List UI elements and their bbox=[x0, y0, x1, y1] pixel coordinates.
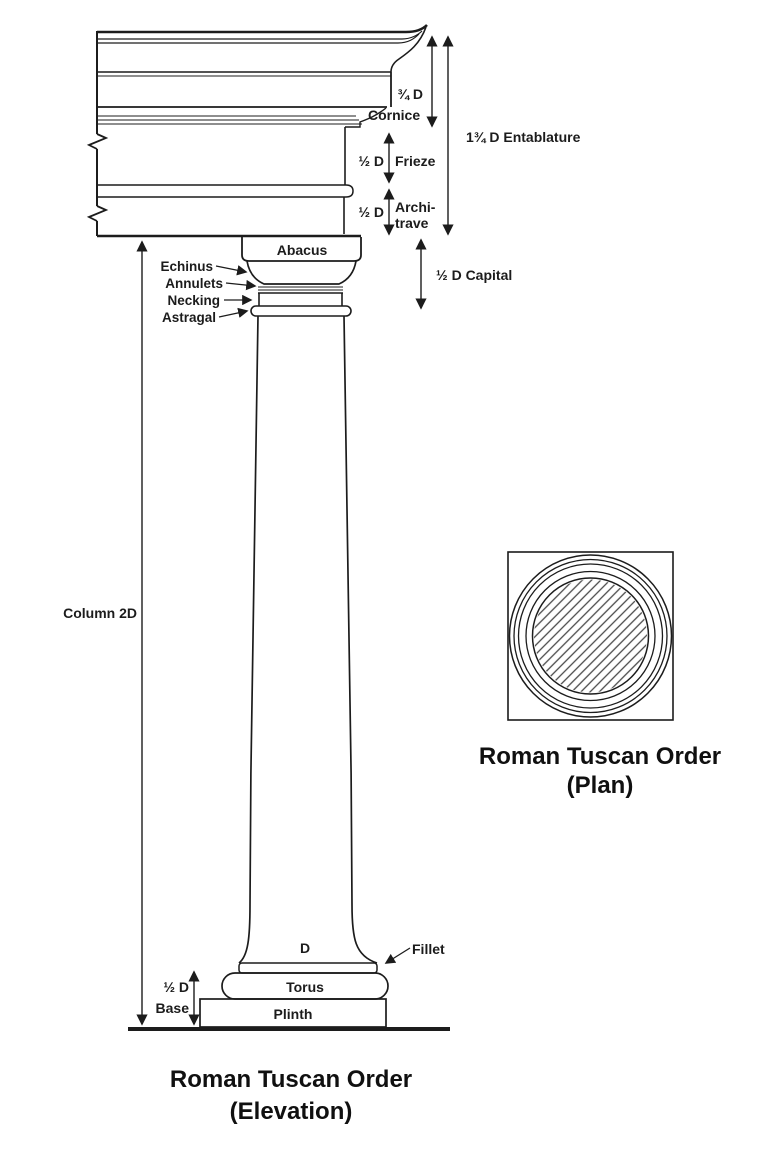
astragal-leader bbox=[218, 307, 249, 318]
echinus-leader bbox=[215, 265, 248, 276]
torus-label: Torus bbox=[286, 979, 324, 995]
leader-arrows bbox=[215, 265, 411, 964]
astragal-label: Astragal bbox=[162, 310, 216, 325]
necking-label: Necking bbox=[167, 293, 220, 308]
base-drawing bbox=[128, 962, 450, 1031]
entablature-dim-label: 1¾ D Entablature bbox=[466, 129, 581, 145]
astragal-shape bbox=[250, 305, 352, 317]
frieze-dim-label: ½ D bbox=[358, 153, 384, 169]
architrave-label-2: trave bbox=[395, 215, 429, 231]
plinth-label: Plinth bbox=[274, 1006, 313, 1022]
elevation-title-line2: (Elevation) bbox=[230, 1098, 353, 1125]
elevation-labels: ¾ D Cornice ½ D Frieze ½ D Archi- trave … bbox=[63, 86, 580, 1022]
cornice-dim-label: ¾ D bbox=[397, 86, 423, 102]
shaft-left-edge bbox=[238, 315, 259, 964]
entablature-drawing bbox=[86, 24, 428, 238]
break-mark-lower bbox=[86, 205, 109, 222]
abacus-shape bbox=[241, 237, 362, 262]
abacus-label: Abacus bbox=[277, 242, 328, 258]
shaft-right-edge bbox=[343, 315, 378, 964]
architrave-dim-label: ½ D bbox=[358, 204, 384, 220]
plan-shaft-hatching bbox=[534, 579, 647, 693]
plan-title-line1: Roman Tuscan Order bbox=[479, 743, 721, 770]
plan-drawing bbox=[507, 551, 674, 721]
base-dim-label-2: Base bbox=[156, 1000, 190, 1016]
plan-title-line2: (Plan) bbox=[567, 772, 634, 799]
column-dim-label: Column 2D bbox=[63, 605, 137, 621]
fillet-shape bbox=[238, 962, 378, 974]
echinus-label: Echinus bbox=[160, 259, 213, 274]
fillet-label: Fillet bbox=[412, 941, 445, 957]
fillet-leader bbox=[384, 947, 411, 964]
cornice-top-edge bbox=[97, 24, 428, 34]
cornice-label: Cornice bbox=[368, 107, 420, 123]
plan-shaft-base-circle bbox=[525, 570, 656, 702]
titles: Roman Tuscan Order (Plan) Roman Tuscan O… bbox=[170, 743, 721, 1125]
taenia-band bbox=[97, 184, 354, 198]
shaft-drawing bbox=[238, 315, 378, 964]
plan-shaft-top-circle bbox=[531, 577, 650, 695]
plan-plinth-square bbox=[507, 551, 674, 721]
capital-drawing bbox=[241, 237, 362, 317]
capital-dim-label: ½ D Capital bbox=[436, 267, 512, 283]
annulets-label: Annulets bbox=[165, 276, 223, 291]
architrave-label-1: Archi- bbox=[395, 199, 436, 215]
annulets-leader bbox=[225, 279, 257, 291]
dimension-lines bbox=[136, 35, 454, 1026]
echinus-shape bbox=[246, 260, 357, 285]
elevation-title-line1: Roman Tuscan Order bbox=[170, 1066, 412, 1093]
cyma-profile bbox=[390, 26, 427, 73]
base-dim-label-1: ½ D bbox=[163, 979, 189, 995]
diameter-label: D bbox=[300, 940, 310, 956]
break-mark-upper bbox=[86, 133, 109, 150]
frieze-label: Frieze bbox=[395, 153, 436, 169]
bed-mould-curve bbox=[345, 107, 387, 128]
plan-torus-circle bbox=[508, 554, 673, 718]
